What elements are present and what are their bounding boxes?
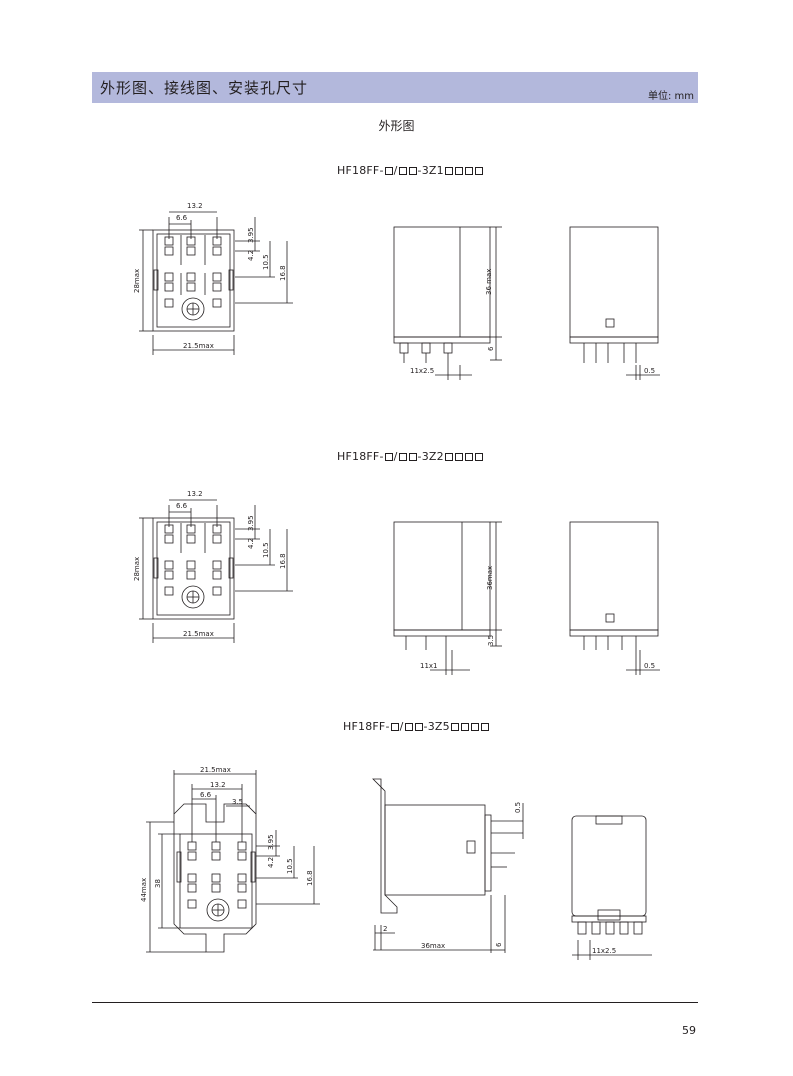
page-number: 59 [682, 1024, 696, 1037]
dim-13-2: 13.2 [187, 490, 203, 498]
drawing-3z1-front-view: 0.5 [569, 226, 660, 380]
placeholder-box [414, 723, 423, 731]
placeholder-box [450, 723, 459, 731]
placeholder-box [398, 453, 407, 461]
unit-label: 单位: mm [647, 91, 694, 102]
dim-10-5: 10.5 [262, 254, 270, 270]
dim-28max: 28max [133, 269, 141, 293]
dim-11x2-5: 11x2.5 [410, 367, 434, 375]
dim-13-2: 13.2 [187, 202, 203, 210]
placeholder-box [464, 167, 473, 175]
dim-2: 2 [383, 925, 387, 933]
dim-10-5: 10.5 [286, 858, 294, 874]
model-suffix: -3Z5 [423, 720, 450, 733]
model-label-3z1: HF18FF- / -3Z1 [337, 164, 484, 177]
placeholder-box [390, 723, 399, 731]
dim-16-8: 16.8 [279, 265, 287, 281]
dim-36max: 36max [486, 566, 494, 590]
placeholder-box [444, 453, 453, 461]
section-header-bar: 外形图、接线图、安装孔尺寸 单位: mm [92, 72, 698, 103]
model-prefix: HF18FF- [337, 164, 384, 177]
dim-38: 38 [154, 879, 162, 888]
drawing-3z5-side-view: 0.5 2 36max 6 [372, 778, 524, 953]
dim-16-8: 16.8 [306, 870, 314, 886]
footer-divider [92, 1002, 698, 1003]
placeholder-box [444, 167, 453, 175]
placeholder-box [384, 167, 393, 175]
model-sep: / [393, 450, 398, 463]
drawing-3z1-bottom-view: 13.2 6.6 21.5max 28max 3.95 4.2 10.5 16.… [133, 202, 293, 355]
model-label-3z5: HF18FF- / -3Z5 [343, 720, 490, 733]
drawing-3z5-bottom-view: 21.5max 13.2 6.6 3.5 44max 38 3.95 4.2 1… [140, 766, 320, 953]
dim-4-2: 4.2 [247, 538, 255, 549]
placeholder-box [474, 167, 483, 175]
dim-0-5: 0.5 [514, 802, 522, 813]
model-prefix: HF18FF- [343, 720, 390, 733]
drawing-3z2-bottom-view: 13.2 6.6 21.5max 28max 3.95 4.2 10.5 16.… [133, 490, 293, 643]
placeholder-box [384, 453, 393, 461]
model-sep: / [393, 164, 398, 177]
model-label-3z2: HF18FF- / -3Z2 [337, 450, 484, 463]
dim-3-5: 3.5 [232, 798, 243, 806]
placeholder-box [454, 167, 463, 175]
model-sep: / [399, 720, 404, 733]
outline-drawing-title: 外形图 [378, 119, 415, 133]
dim-16-8: 16.8 [279, 553, 287, 569]
dim-3-95: 3.95 [247, 227, 255, 243]
placeholder-box [464, 453, 473, 461]
drawing-3z5-front-view: 11x2.5 [571, 815, 652, 960]
dim-4-2: 4.2 [267, 857, 275, 868]
placeholder-box [474, 453, 483, 461]
dim-36max: 36max [421, 942, 445, 950]
placeholder-box [408, 167, 417, 175]
dim-11x2-5: 11x2.5 [592, 947, 616, 955]
dim-11x1: 11x1 [420, 662, 438, 670]
dim-21-5max: 21.5max [200, 766, 231, 774]
dim-6-6: 6.6 [200, 791, 212, 799]
dim-13-2: 13.2 [210, 781, 226, 789]
drawing-3z1-side-view: 36 max 6 11x2.5 [393, 226, 502, 380]
placeholder-box [480, 723, 489, 731]
dim-10-5: 10.5 [262, 542, 270, 558]
dim-4-2: 4.2 [247, 250, 255, 261]
dim-3-5: 3.5 [487, 635, 495, 646]
placeholder-box [460, 723, 469, 731]
placeholder-box [398, 167, 407, 175]
placeholder-box [408, 453, 417, 461]
dim-0-5: 0.5 [644, 662, 655, 670]
drawing-3z2-front-view: 0.5 [569, 521, 660, 675]
placeholder-box [454, 453, 463, 461]
dim-3-95: 3.95 [247, 515, 255, 531]
dim-21-5max: 21.5max [183, 630, 214, 638]
dim-3-95: 3.95 [267, 834, 275, 850]
dim-6: 6 [487, 346, 495, 351]
dim-44max: 44max [140, 878, 148, 902]
placeholder-box [470, 723, 479, 731]
dim-36-max: 36 max [485, 269, 493, 295]
model-suffix: -3Z1 [417, 164, 444, 177]
dim-6: 6 [495, 942, 503, 947]
dim-28max: 28max [133, 557, 141, 581]
dim-0-5: 0.5 [644, 367, 655, 375]
dim-6-6: 6.6 [176, 502, 188, 510]
section-title: 外形图、接线图、安装孔尺寸 [100, 79, 309, 97]
drawing-3z2-side-view: 36max 3.5 11x1 [393, 521, 502, 675]
placeholder-box [404, 723, 413, 731]
model-prefix: HF18FF- [337, 450, 384, 463]
dim-21-5max: 21.5max [183, 342, 214, 350]
model-suffix: -3Z2 [417, 450, 444, 463]
dim-6-6: 6.6 [176, 214, 188, 222]
